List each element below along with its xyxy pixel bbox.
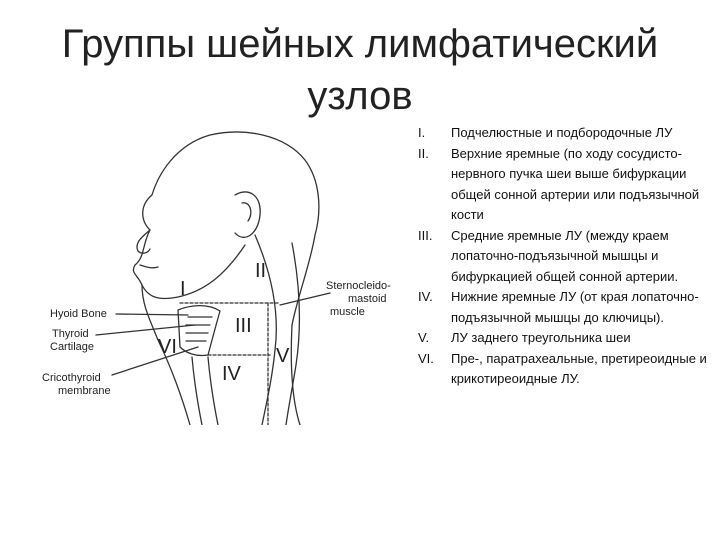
label-cartilage: Cartilage	[50, 341, 94, 353]
neck-back	[290, 324, 301, 426]
label-thyroid: Thyroid	[52, 328, 89, 340]
pointer-crico	[111, 346, 199, 376]
item-number: II.	[418, 145, 429, 161]
level-IV: IV	[222, 363, 242, 385]
neck-illustration: Hyoid Bone Thyroid Cartilage Cricothyroi…	[42, 131, 391, 426]
pointer-thyroid	[95, 324, 196, 336]
list-item: I. Подчелюстные и подбородочные ЛУ	[418, 123, 713, 144]
title-line-1: Группы шейных лимфатический	[61, 22, 659, 66]
list-item: III. Средние яремные ЛУ (между краем лоп…	[418, 226, 713, 288]
item-number: IV.	[418, 289, 433, 304]
list-item: IV. Нижние яремные ЛУ (от края лопаточно…	[418, 287, 713, 328]
label-mastoid: mastoid	[348, 293, 387, 305]
pointer-scm	[279, 292, 331, 306]
pointer-hyoid	[115, 313, 189, 316]
level-V: V	[276, 345, 290, 367]
item-text: Нижние яремные ЛУ (от края лопаточно-под…	[451, 289, 699, 325]
item-text: Подчелюстные и подбородочные ЛУ	[451, 125, 673, 140]
nose	[136, 229, 151, 254]
scm-front	[254, 234, 277, 426]
scm-back	[285, 242, 301, 426]
slide-title: Группы шейных лимфатический узлов	[0, 18, 720, 122]
label-hyoid-bone: Hyoid Bone	[50, 308, 107, 320]
head-outline	[132, 131, 320, 426]
item-number: V.	[418, 330, 430, 345]
trachea	[191, 356, 219, 426]
mouth	[139, 264, 159, 269]
neck-lymph-node-diagram: Hyoid Bone Thyroid Cartilage Cricothyroi…	[30, 125, 415, 426]
mandible	[141, 244, 246, 300]
item-number: I.	[418, 125, 426, 140]
item-text: Пре-, паратрахеальные, претиреоидные и к…	[451, 350, 707, 387]
level-III: III	[235, 315, 252, 337]
item-number: VI.	[418, 350, 434, 366]
item-text: ЛУ заднего треугольника шеи	[451, 330, 631, 345]
label-muscle: muscle	[330, 306, 365, 318]
item-text: Средние яремные ЛУ (между краем лопаточн…	[451, 227, 679, 284]
level-I: I	[180, 278, 186, 300]
item-number: III.	[418, 227, 433, 243]
list-item: VI. Пре-, паратрахеальные, претиреоидные…	[418, 349, 713, 390]
level-II: II	[255, 260, 266, 282]
label-sternocleido: Sternocleido-	[326, 280, 391, 292]
item-text: Верхние яремные (по ходу сосудисто-нервн…	[451, 145, 700, 223]
lymph-node-group-list: I. Подчелюстные и подбородочные ЛУ II. В…	[418, 123, 713, 390]
level-VI: VI	[158, 336, 177, 358]
larynx	[177, 304, 221, 357]
title-line-2: узлов	[307, 74, 413, 118]
ear	[234, 191, 261, 238]
list-item: II. Верхние яремные (по ходу сосудисто-н…	[418, 144, 713, 226]
label-membrane: membrane	[58, 385, 111, 397]
label-cricothyroid: Cricothyroid	[42, 372, 101, 384]
list-item: V. ЛУ заднего треугольника шеи	[418, 328, 713, 349]
